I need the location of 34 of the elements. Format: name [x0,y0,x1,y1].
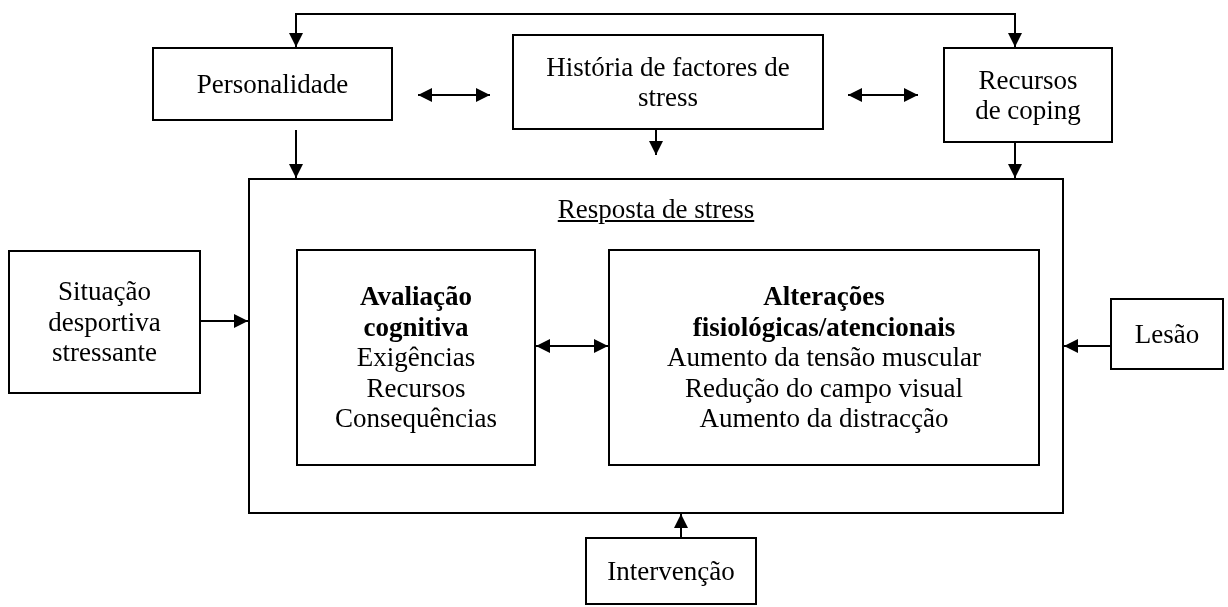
arrow [674,513,688,538]
box-heading: Alterações fisiológicas/atencionais [691,281,957,343]
process-box [152,47,393,121]
box-label: Redução do campo visual [684,372,964,404]
arrow [289,13,1022,48]
arrow [649,129,663,156]
box-label: Aumento da tensão muscular [666,342,982,373]
arrow [417,88,491,102]
arrow [847,88,919,102]
box-heading: Resposta de stress [557,194,755,225]
box-label: Intervenção [607,555,735,587]
arrow [535,339,609,353]
arrow [1063,339,1111,353]
box-label: Aumento da distracção [699,403,949,434]
box-label: História de factores de stress [545,51,791,113]
process-box [943,47,1113,143]
box-label: Lesão [1134,318,1200,350]
box-label: Consequências [335,403,497,434]
process-box [585,537,757,605]
arrow [1008,142,1022,179]
process-box [608,249,1040,466]
group-box [248,178,1064,514]
box-label: Recursos [366,372,466,404]
process-box [8,250,201,394]
process-box [1110,298,1224,370]
arrow [289,129,303,179]
box-label: Situação desportiva stressante [47,276,162,368]
box-label: Recursos de coping [974,64,1082,126]
box-heading: Avaliação cognitiva [359,281,473,343]
box-label: Exigências [356,342,476,373]
process-box [296,249,536,466]
arrow [200,314,249,328]
box-label: Personalidade [196,68,349,100]
process-box [512,34,824,130]
